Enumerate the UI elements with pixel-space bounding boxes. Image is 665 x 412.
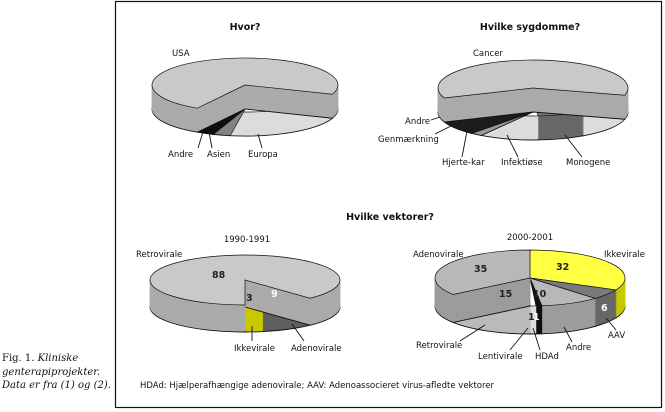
label-cancer: Cancer [473,49,503,59]
label-asien: Asien [207,150,230,160]
label-infektiose: Infektiøse [501,158,543,168]
label-hdad: HDAd [535,352,559,362]
label-adenovirale: Adenovirale [291,344,342,354]
section-title-vektorer: Hvilke vektorer? [346,212,434,223]
pie-sygdomme [437,59,629,141]
slice-top [151,57,339,109]
label-ikkevirale: Ikkevirale [234,344,275,354]
slice-top [529,249,626,291]
label-retrovirale: Retrovirale [416,341,462,351]
chart-title-1990: 1990-1991 [224,235,270,245]
value-retrovirale: 88 [212,270,226,281]
label-andre: Andre [405,117,430,127]
label-aav: AAV [608,331,625,341]
label-adenovirale: Adenovirale [413,250,464,260]
pie-slice-usa [151,57,339,133]
label-retrovirale: Retrovirale [136,250,182,260]
label-hjerte-kar: Hjerte-kar [442,158,485,168]
caption-text: Kliniske genterapiprojekter. Data er fra… [2,353,111,391]
chart-title-2000: 2000-2001 [507,233,553,243]
pie-vektorer-2000 [434,249,626,335]
slice-top [434,249,531,295]
label-monogene: Monogene [566,158,610,168]
value-andre: 10 [533,289,547,300]
caption-fig: Fig. 1. [2,353,35,364]
footnote: HDAd: Hjælperafhængige adenovirale; AAV:… [140,381,495,391]
pie-vektorer-1990 [149,254,341,333]
label-usa: USA [172,49,190,59]
chart-title-sygdomme: Hvilke sygdomme? [480,22,580,33]
value-lentivirale: 1 [528,312,535,323]
pie-slice-cancer [437,59,629,123]
value-ikkevirale: 32 [556,262,569,273]
pie-slice-andre [529,277,597,335]
pie-slice-lentivirale [529,277,537,335]
figure-caption: Fig. 1. Kliniske genterapiprojekter. Dat… [2,352,112,393]
value-hdad: 1 [533,312,540,323]
label-ikkevirale: Ikkevirale [604,250,645,260]
pie-slice-adenovirale [434,249,531,323]
label-andre: Andre [168,150,193,160]
label-europa: Europa [248,150,278,160]
label-andre: Andre [566,343,591,353]
slice-top [437,59,629,99]
value-adenovirale: 35 [474,264,487,275]
value-ikkevirale: 3 [246,293,253,304]
chart-title-hvor: Hvor? [230,22,261,33]
label-genmaerkning: Genmærkning [378,135,439,145]
pie-hvor [151,57,339,137]
label-lentivirale: Lentivirale [478,352,523,362]
value-retrovirale: 15 [499,289,512,300]
slice-top [149,254,341,306]
value-aav: 6 [601,303,608,314]
pie-slice-retrovirale [149,254,341,333]
value-adenovirale: 9 [271,289,278,300]
